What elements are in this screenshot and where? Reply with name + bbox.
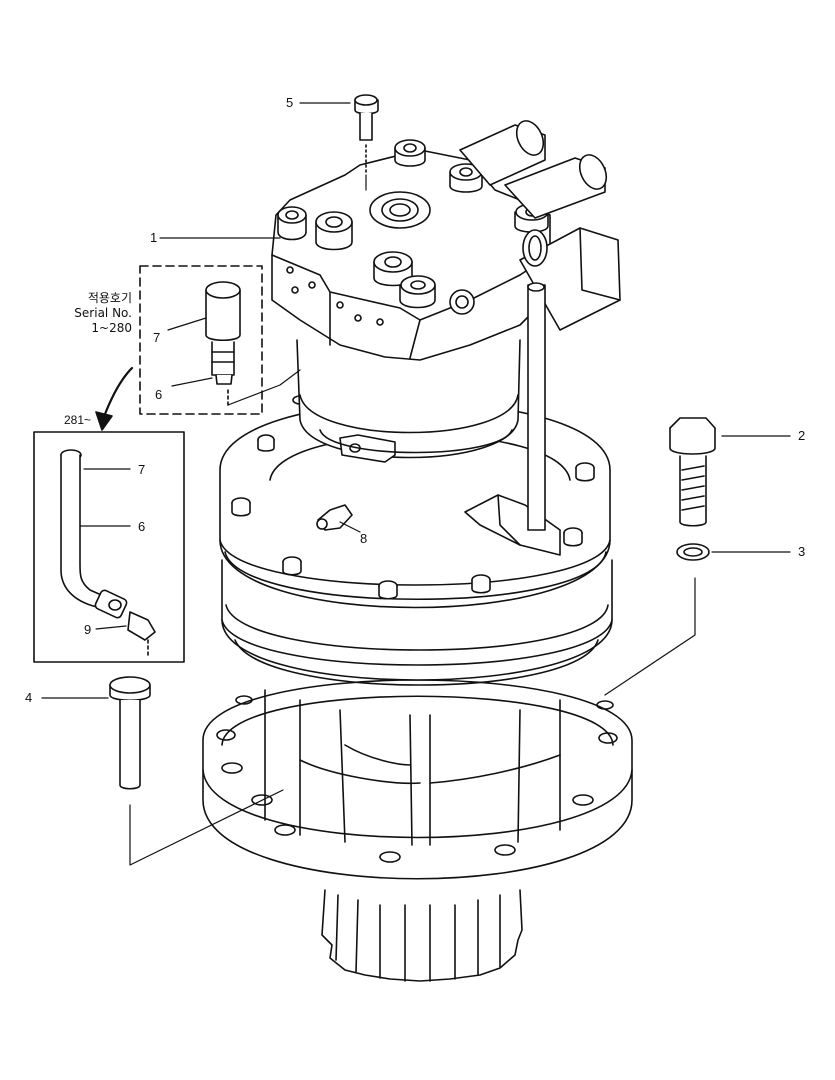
callout-8: 8 — [360, 531, 368, 546]
bolt-5 — [354, 94, 379, 176]
callout-4: 4 — [25, 690, 33, 705]
bolt-2 — [669, 417, 716, 527]
callout-5: 5 — [286, 95, 294, 110]
callout-3: 3 — [798, 544, 806, 559]
callout-9: 9 — [84, 622, 92, 637]
callout-1: 1 — [150, 230, 158, 245]
callout-6-late: 6 — [138, 519, 146, 534]
valve-block — [271, 139, 551, 361]
lower-gear-housing — [202, 679, 633, 880]
callout-7-late: 7 — [138, 462, 146, 477]
serial-note-range-early: 1~280 — [91, 321, 132, 335]
output-pinion-gear — [321, 889, 523, 982]
leader-lines — [41, 102, 791, 866]
inset-early-serial — [139, 265, 263, 415]
pin-4 — [109, 676, 151, 790]
serial-note-early: 적용호기 Serial No. 1~280 — [52, 291, 132, 336]
motor-body — [296, 339, 521, 463]
serial-note-range-late: 281~ — [64, 413, 92, 427]
level-gauge-rod — [522, 229, 548, 531]
inset-late-serial — [33, 431, 185, 663]
callout-2: 2 — [798, 428, 806, 443]
callout-7-early: 7 — [153, 330, 161, 345]
serial-note-label: Serial No. — [74, 306, 132, 320]
serial-change-arrow — [95, 366, 134, 431]
washer-3 — [676, 543, 710, 561]
serial-note-korean: 적용호기 — [87, 291, 132, 305]
callout-6-early: 6 — [155, 387, 163, 402]
